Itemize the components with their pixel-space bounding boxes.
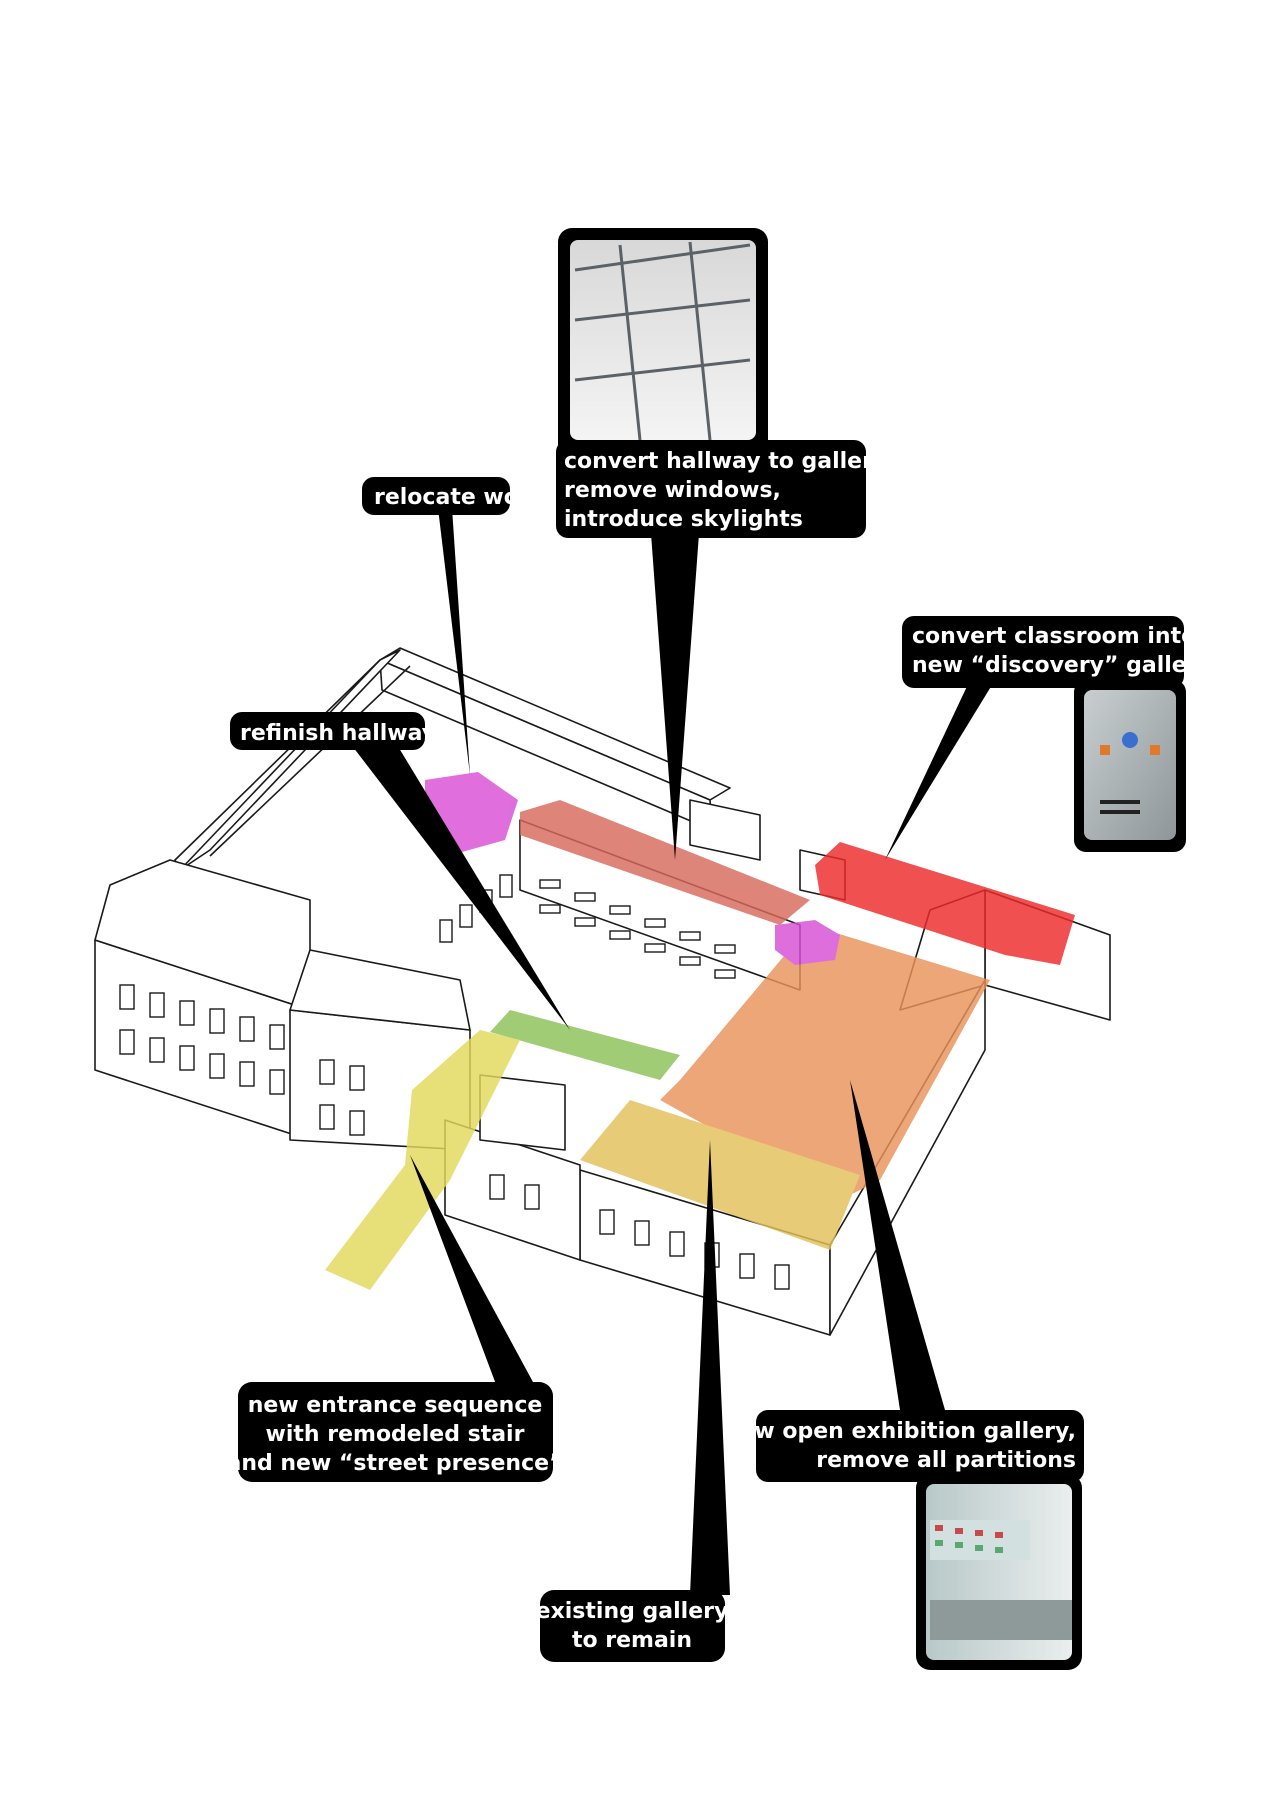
discovery-gallery-photo [1084,690,1176,840]
program-zones [325,772,1075,1290]
callout-open-exhibition: new open exhibition gallery, remove all … [724,1410,1084,1670]
callout-hallway-gallery-line-1: convert hallway to gallery, [564,449,894,474]
callout-hallway-gallery-line-3: introduce skylights [564,507,803,532]
callout-discovery-gallery-line-2: new “discovery” gallery [912,653,1212,678]
zone-open-exhibition [660,925,990,1200]
zone-wc-secondary [775,920,840,965]
callout-existing-gallery: existing gallery to remain [536,1590,729,1662]
callout-pointers [340,508,995,1595]
callout-entrance-line-2: with remodeled stair [266,1422,525,1447]
callout-entrance-line-1: new entrance sequence [248,1393,543,1418]
callout-discovery-gallery-line-1: convert classroom into [912,624,1196,649]
zone-hallway-gallery [520,800,810,925]
callout-relocate-wc: relocate wc [362,477,517,515]
callout-entrance-sequence: new entrance sequence with remodeled sta… [226,1382,564,1482]
callout-open-exhibition-line-1: new open exhibition gallery, [724,1419,1076,1444]
callout-hallway-gallery-line-2: remove windows, [564,478,781,503]
callout-existing-gallery-line-2: to remain [572,1628,692,1653]
callout-open-exhibition-line-2: remove all partitions [816,1448,1076,1473]
callout-hallway-gallery: convert hallway to gallery, remove windo… [556,228,894,538]
callout-refinish-hallway: refinish hallway [230,712,436,750]
zone-refinish-hallway [490,1010,680,1080]
callout-discovery-gallery: convert classroom into new “discovery” g… [902,616,1212,852]
callout-entrance-line-3: and new “street presence” [226,1451,563,1476]
zone-existing-gallery [580,1100,860,1250]
zone-entrance-sequence [325,1030,520,1290]
callout-relocate-wc-text: relocate wc [374,485,517,510]
zone-discovery-gallery [815,842,1075,965]
skylight-ceiling-photo [570,240,756,440]
callout-existing-gallery-line-1: existing gallery [536,1599,729,1624]
callout-refinish-hallway-text: refinish hallway [240,721,436,746]
